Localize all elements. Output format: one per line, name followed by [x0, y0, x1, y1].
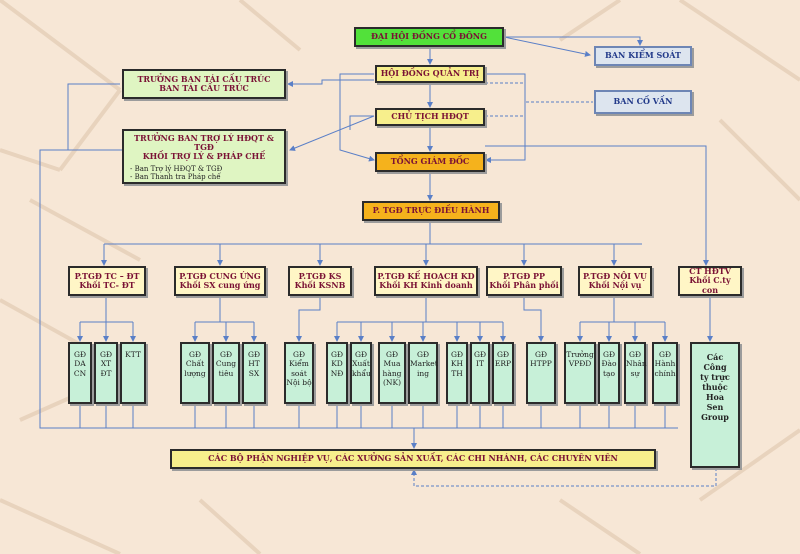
hdqt-label: HỘI ĐỒNG QUẢN TRỊ: [380, 68, 480, 79]
connector-line: [503, 36, 591, 57]
ptgd-5-l2: Khối Nội vụ: [588, 280, 642, 290]
ptgd-5-l1: P.TGĐ NỘI VỤ: [582, 270, 648, 281]
ban-co-van-box: BAN CỐ VẤN: [594, 90, 692, 114]
background-stroke: [29, 198, 141, 262]
tai-cau-truc-line2: BAN TÁI CẤU TRÚC: [159, 83, 249, 93]
tai-cau-truc-box: TRƯỞNG BAN TÁI CẤU TRÚC BAN TÁI CẤU TRÚC: [122, 69, 286, 99]
background-stroke: [238, 0, 302, 52]
tgd-dieuhanh-label: P. TGĐ TRỰC ĐIỀU HÀNH: [372, 205, 490, 216]
tgd-box: TỔNG GIÁM ĐỐC: [375, 152, 485, 172]
tgd-dieuhanh-box: P. TGĐ TRỰC ĐIỀU HÀNH: [362, 201, 500, 221]
tro-ly-line1: TRƯỞNG BAN TRỢ LÝ HĐQT & TGĐ: [134, 133, 274, 153]
ptgd-2-l1: P.TGĐ KS: [298, 270, 342, 281]
ptgd-4-l2: Khối Phân phối: [489, 280, 559, 290]
background-stroke: [0, 0, 122, 92]
ptgd-1-l2: Khối SX cung ứng: [179, 280, 261, 290]
bottom-label: CÁC BỘ PHẬN NGHIỆP VỤ, CÁC XƯỞNG SẢN XUẤ…: [208, 453, 618, 464]
ptgd-4-l1: P.TGĐ PP: [502, 270, 546, 281]
background-stroke: [0, 498, 121, 554]
connector-line: [339, 73, 375, 162]
connector-line: [287, 79, 374, 87]
tai-cau-truc-line1: TRƯỞNG BAN TÁI CẤU TRÚC: [137, 73, 271, 84]
ptgd-3-l2: Khối KH Kinh doanh: [379, 280, 473, 290]
ptgd-0-l2: Khối TC- ĐT: [79, 280, 135, 290]
ptgd-6-l1: CT HĐTV: [689, 266, 731, 277]
tgd-label: TỔNG GIÁM ĐỐC: [390, 156, 470, 167]
connector-line: [485, 73, 526, 163]
ban-kiem-soat-box: BAN KIỂM SOÁT: [594, 46, 692, 66]
subsidiary-box: Các Công ty trực thuộc Hoa Sen Group: [690, 342, 740, 468]
connector-line: [485, 82, 593, 103]
hdqt-box: HỘI ĐỒNG QUẢN TRỊ: [375, 65, 485, 83]
tro-ly-item2: - Ban Thanh tra Pháp chế: [130, 172, 221, 181]
background-stroke: [718, 118, 800, 202]
background-stroke: [198, 498, 262, 554]
tro-ly-box: TRƯỞNG BAN TRỢ LÝ HĐQT & TGĐ KHỐI TRỢ LÝ…: [122, 129, 286, 184]
ptgd-1-l1: P.TGĐ CUNG ỨNG: [179, 270, 261, 281]
background-stroke: [558, 498, 642, 554]
background-stroke: [698, 428, 800, 502]
connector-line: [504, 36, 643, 46]
dhcd-label: ĐẠI HỘI ĐỒNG CỔ ĐÔNG: [371, 31, 487, 42]
chutich-box: CHỦ TỊCH HĐQT: [375, 108, 485, 126]
ptgd-2-l2: Khối KSNB: [294, 280, 346, 290]
background-stroke: [678, 0, 800, 82]
ptgd-0-l1: P.TGĐ TC – ĐT: [74, 270, 140, 281]
connector-line: [411, 468, 717, 487]
connector-line: [289, 115, 375, 151]
background-stroke: [58, 88, 122, 172]
bks-label: BAN KIỂM SOÁT: [605, 50, 681, 61]
connector-line: [296, 296, 321, 342]
connector-line: [523, 296, 544, 342]
connector-line: [67, 83, 122, 151]
unit-ktt: KTT: [120, 342, 146, 404]
ptgd-3-l1: P.TGĐ KẾ HOẠCH KD: [377, 270, 475, 281]
connector-line: [39, 149, 122, 429]
background-stroke: [0, 148, 61, 172]
bcv-label: BAN CỐ VẤN: [613, 96, 673, 107]
dhcd-box: ĐẠI HỘI ĐỒNG CỔ ĐÔNG: [354, 27, 504, 47]
background-stroke: [558, 0, 622, 42]
background-stroke: [0, 298, 91, 352]
tro-ly-line2: KHỐI TRỢ LÝ & PHÁP CHẾ: [142, 151, 266, 162]
chutich-label: CHỦ TỊCH HĐQT: [391, 111, 469, 122]
connector-line: [349, 115, 374, 130]
connector-line: [485, 102, 526, 117]
tro-ly-item1: - Ban Trợ lý HĐQT & TGĐ: [130, 164, 223, 173]
bottom-departments-box: CÁC BỘ PHẬN NGHIỆP VỤ, CÁC XƯỞNG SẢN XUẤ…: [170, 449, 656, 469]
connector-line: [485, 145, 709, 266]
ptgd-6-l2: Khối C.ty con: [689, 275, 731, 295]
